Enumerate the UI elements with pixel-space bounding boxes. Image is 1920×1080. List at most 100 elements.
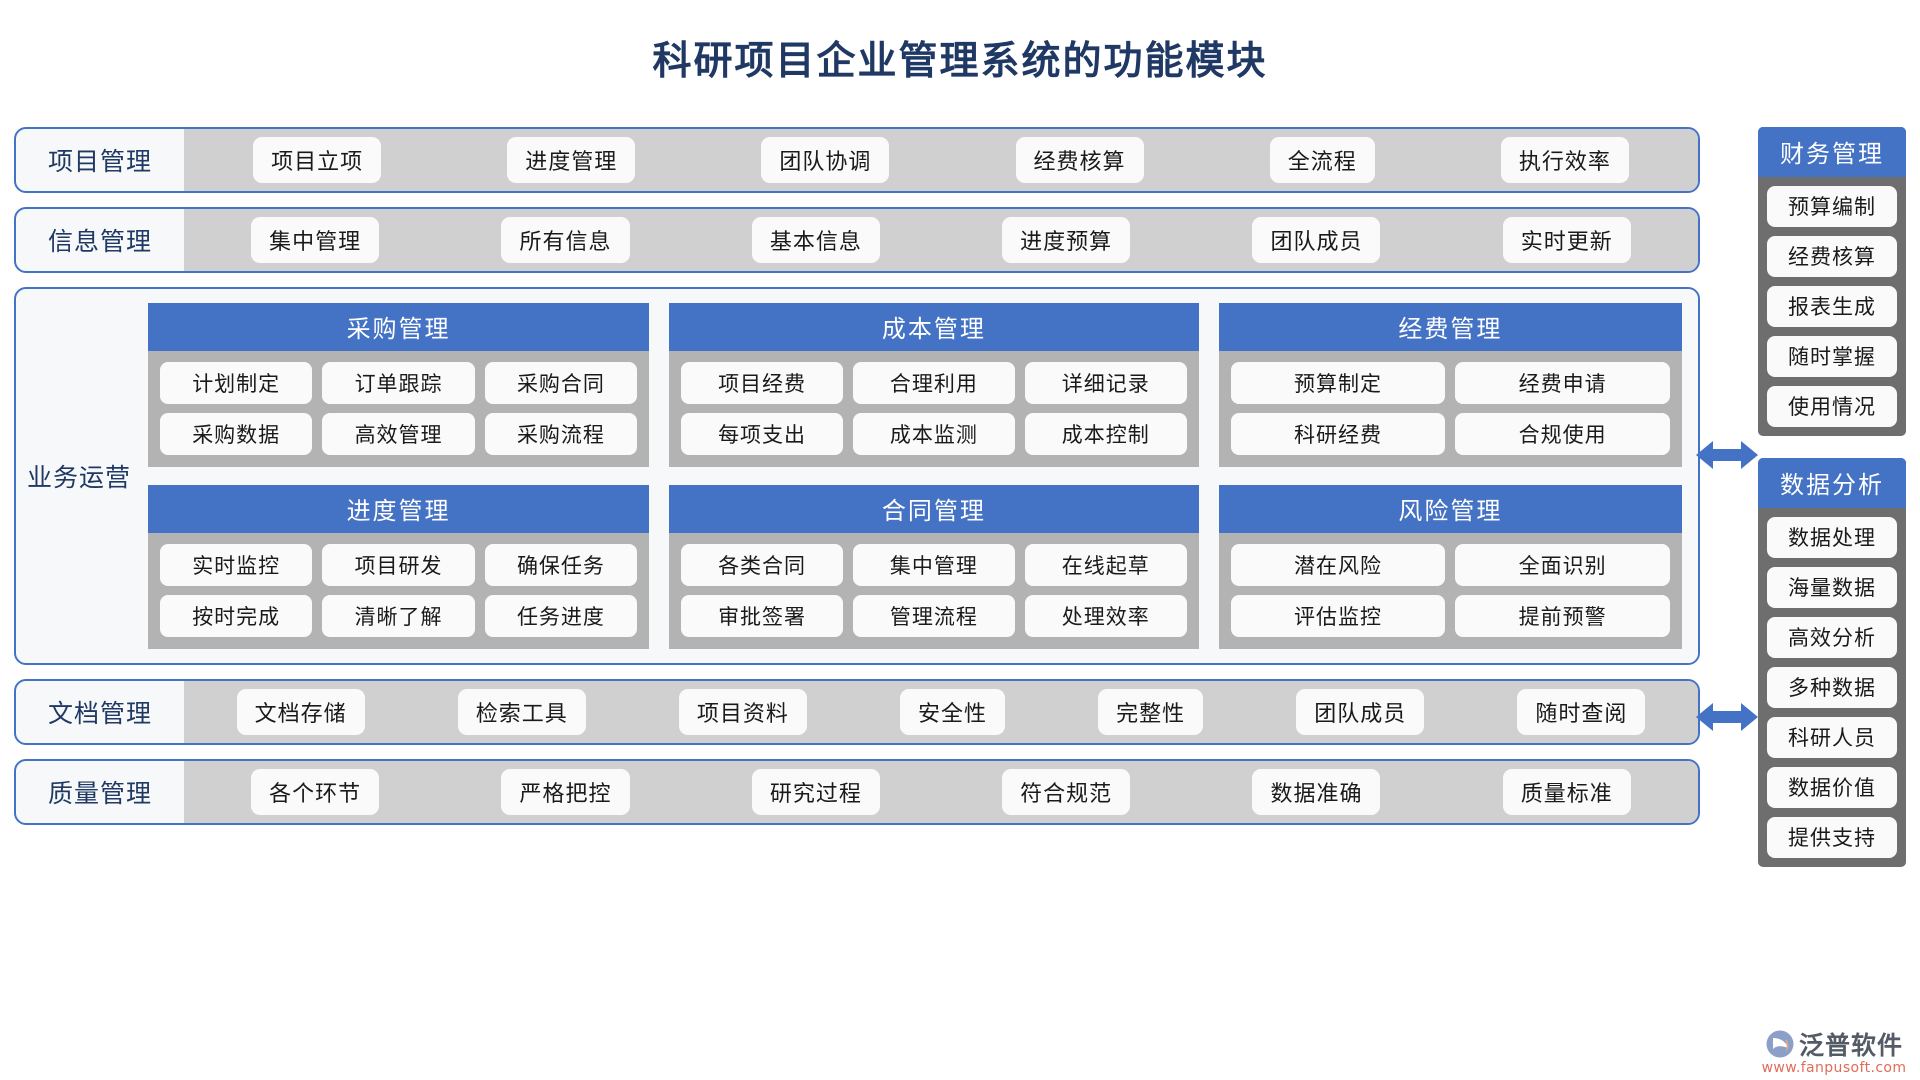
pill-item[interactable]: 集中管理 xyxy=(251,217,380,263)
pill-item[interactable]: 所有信息 xyxy=(501,217,630,263)
sidebar-item[interactable]: 多种数据 xyxy=(1767,667,1897,708)
chip-item[interactable]: 确保任务 xyxy=(484,543,638,586)
logo-name: 泛普软件 xyxy=(1798,1031,1903,1060)
chip-item[interactable]: 集中管理 xyxy=(852,543,1015,586)
chip-item[interactable]: 计划制定 xyxy=(160,361,313,404)
pill-item[interactable]: 全流程 xyxy=(1269,137,1375,183)
pill-item[interactable]: 执行效率 xyxy=(1500,137,1629,183)
chip-item[interactable]: 清晰了解 xyxy=(322,594,475,637)
card-row: 计划制定 订单跟踪 采购合同 xyxy=(160,361,638,404)
chip-item[interactable]: 成本监测 xyxy=(852,412,1015,455)
sidebar-item[interactable]: 使用情况 xyxy=(1767,386,1897,427)
pill-item[interactable]: 团队成员 xyxy=(1296,689,1425,735)
sidebar-panel-finance: 财务管理 预算编制 经费核算 报表生成 随时掌握 使用情况 xyxy=(1758,127,1906,436)
band-label: 项目管理 xyxy=(47,147,152,176)
pill-item[interactable]: 团队成员 xyxy=(1252,217,1381,263)
pill-item[interactable]: 团队协调 xyxy=(761,137,890,183)
sidebar-item[interactable]: 数据处理 xyxy=(1767,517,1897,558)
pill-item[interactable]: 进度预算 xyxy=(1002,217,1131,263)
chip-item[interactable]: 采购数据 xyxy=(160,412,313,455)
pill-item[interactable]: 安全性 xyxy=(899,689,1005,735)
card-row: 审批签署 管理流程 处理效率 xyxy=(681,594,1187,637)
chip-item[interactable]: 订单跟踪 xyxy=(322,361,475,404)
card-body: 计划制定 订单跟踪 采购合同 采购数据 高效管理 采购流程 xyxy=(148,351,649,467)
main-column: 项目管理 项目立项 进度管理 团队协调 经费核算 全流程 执行效率 信息管理 集… xyxy=(14,127,1700,839)
pill-item[interactable]: 研究过程 xyxy=(751,769,880,815)
chip-item[interactable]: 采购合同 xyxy=(484,361,638,404)
chip-item[interactable]: 全面识别 xyxy=(1455,543,1670,586)
sidebar-item[interactable]: 预算编制 xyxy=(1767,186,1897,227)
chip-item[interactable]: 潜在风险 xyxy=(1230,543,1446,586)
chip-item[interactable]: 采购流程 xyxy=(484,412,638,455)
pill-item[interactable]: 质量标准 xyxy=(1502,769,1631,815)
chip-item[interactable]: 评估监控 xyxy=(1230,594,1446,637)
sidebar-panel-title: 财务管理 xyxy=(1758,127,1906,177)
sidebar: 财务管理 预算编制 经费核算 报表生成 随时掌握 使用情况 数据分析 数据处理 … xyxy=(1758,127,1906,889)
chip-item[interactable]: 审批签署 xyxy=(681,594,843,637)
band-label: 质量管理 xyxy=(47,779,152,808)
logo-url: www.fanpusoft.com xyxy=(1761,1060,1907,1076)
pill-item[interactable]: 各个环节 xyxy=(251,769,380,815)
band-label: 文档管理 xyxy=(47,699,152,728)
chip-item[interactable]: 各类合同 xyxy=(681,543,843,586)
card-row: 每项支出 成本监测 成本控制 xyxy=(681,412,1187,455)
band-label: 业务运营 xyxy=(26,463,131,492)
chip-item[interactable]: 任务进度 xyxy=(484,594,638,637)
card-title: 合同管理 xyxy=(669,485,1199,533)
chip-item[interactable]: 预算制定 xyxy=(1230,361,1446,404)
sidebar-item[interactable]: 经费核算 xyxy=(1767,236,1897,277)
band-quality-management: 质量管理 各个环节 严格把控 研究过程 符合规范 数据准确 质量标准 xyxy=(14,759,1700,825)
chip-item[interactable]: 提前预警 xyxy=(1455,594,1670,637)
sidebar-item[interactable]: 提供支持 xyxy=(1767,817,1897,858)
sidebar-item[interactable]: 数据价值 xyxy=(1767,767,1897,808)
sidebar-panel-data-analysis: 数据分析 数据处理 海量数据 高效分析 多种数据 科研人员 数据价值 提供支持 xyxy=(1758,458,1906,867)
chip-item[interactable]: 实时监控 xyxy=(160,543,313,586)
band-items: 集中管理 所有信息 基本信息 进度预算 团队成员 实时更新 xyxy=(184,209,1698,271)
pill-item[interactable]: 基本信息 xyxy=(751,217,880,263)
sidebar-item[interactable]: 高效分析 xyxy=(1767,617,1897,658)
card-body: 预算制定 经费申请 科研经费 合规使用 xyxy=(1219,351,1682,467)
pill-item[interactable]: 进度管理 xyxy=(507,137,636,183)
pill-item[interactable]: 严格把控 xyxy=(501,769,630,815)
pill-item[interactable]: 项目资料 xyxy=(678,689,807,735)
card-title: 进度管理 xyxy=(148,485,650,533)
card-risk-management: 风险管理 潜在风险 全面识别 评估监控 提前预警 xyxy=(1218,485,1682,649)
sidebar-item[interactable]: 海量数据 xyxy=(1767,567,1897,608)
chip-item[interactable]: 合理利用 xyxy=(852,361,1015,404)
pill-item[interactable]: 检索工具 xyxy=(457,689,586,735)
sidebar-panel-title: 数据分析 xyxy=(1758,458,1906,508)
chip-item[interactable]: 处理效率 xyxy=(1024,594,1187,637)
chip-item[interactable]: 经费申请 xyxy=(1455,361,1670,404)
chip-item[interactable]: 高效管理 xyxy=(322,412,475,455)
pill-item[interactable]: 数据准确 xyxy=(1252,769,1381,815)
card-row: 项目经费 合理利用 详细记录 xyxy=(681,361,1187,404)
card-row: 评估监控 提前预警 xyxy=(1230,594,1670,637)
sidebar-item[interactable]: 报表生成 xyxy=(1767,286,1897,327)
chip-item[interactable]: 按时完成 xyxy=(160,594,313,637)
chip-item[interactable]: 详细记录 xyxy=(1024,361,1187,404)
pill-item[interactable]: 文档存储 xyxy=(236,689,365,735)
pill-item[interactable]: 随时查阅 xyxy=(1517,689,1646,735)
sidebar-item[interactable]: 科研人员 xyxy=(1767,717,1897,758)
chip-item[interactable]: 项目经费 xyxy=(681,361,843,404)
chip-item[interactable]: 在线起草 xyxy=(1024,543,1187,586)
pill-item[interactable]: 项目立项 xyxy=(253,137,382,183)
card-row: 按时完成 清晰了解 任务进度 xyxy=(160,594,638,637)
card-row: 实时监控 项目研发 确保任务 xyxy=(160,543,638,586)
sidebar-item[interactable]: 随时掌握 xyxy=(1767,336,1897,377)
band-items: 文档存储 检索工具 项目资料 安全性 完整性 团队成员 随时查阅 xyxy=(184,681,1698,743)
chip-item[interactable]: 每项支出 xyxy=(681,412,843,455)
pill-item[interactable]: 实时更新 xyxy=(1502,217,1631,263)
chip-item[interactable]: 合规使用 xyxy=(1455,412,1670,455)
card-row: 科研经费 合规使用 xyxy=(1230,412,1670,455)
pill-item[interactable]: 完整性 xyxy=(1098,689,1204,735)
chip-item[interactable]: 项目研发 xyxy=(322,543,475,586)
pill-item[interactable]: 符合规范 xyxy=(1002,769,1131,815)
card-body: 各类合同 集中管理 在线起草 审批签署 管理流程 处理效率 xyxy=(669,533,1199,649)
pill-item[interactable]: 经费核算 xyxy=(1015,137,1144,183)
card-funding-management: 经费管理 预算制定 经费申请 科研经费 合规使用 xyxy=(1218,303,1682,467)
chip-item[interactable]: 科研经费 xyxy=(1230,412,1446,455)
card-row: 各类合同 集中管理 在线起草 xyxy=(681,543,1187,586)
chip-item[interactable]: 管理流程 xyxy=(852,594,1015,637)
chip-item[interactable]: 成本控制 xyxy=(1024,412,1187,455)
